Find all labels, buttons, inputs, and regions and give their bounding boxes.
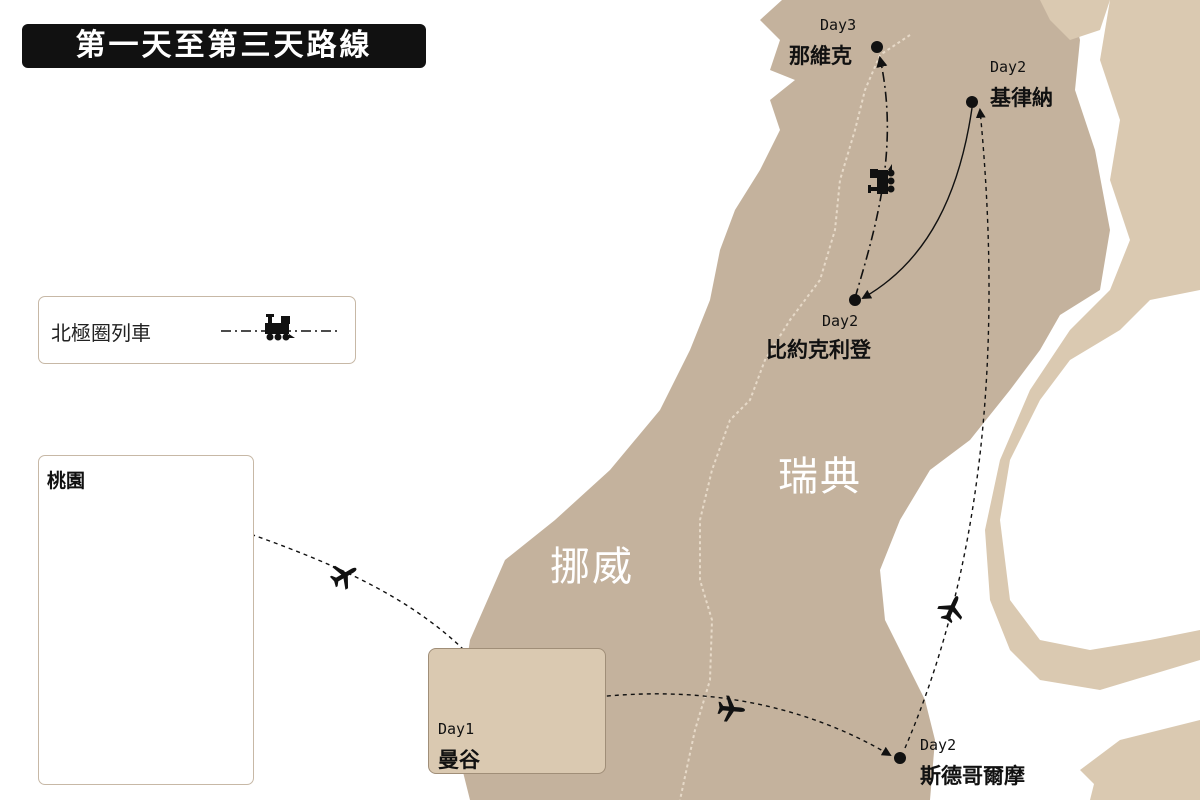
- airplane-icon: [326, 557, 363, 594]
- legend-train-line: [221, 314, 337, 341]
- stop-day-kiruna: Day2: [990, 58, 1027, 76]
- bangkok-highlight-box: [428, 648, 606, 774]
- stop-name-bangkok: 曼谷: [438, 748, 480, 772]
- stop-day-abisko: Day2: [822, 312, 859, 330]
- taiwan-label-char-1: 台: [123, 596, 153, 631]
- stop-day-narvik: Day3: [820, 16, 857, 34]
- country-label-norway: 挪威: [550, 544, 634, 590]
- city-dot-kiruna: [966, 96, 978, 108]
- country-border: [679, 34, 911, 800]
- stop-day-bangkok: Day1: [438, 720, 475, 738]
- page-title: 第一天至第三天路線: [22, 24, 426, 68]
- train-icon: [265, 314, 295, 341]
- legend-box: 北極圈列車: [38, 296, 356, 364]
- city-dot-abisko: [849, 294, 861, 306]
- country-label-sweden: 瑞典: [778, 454, 862, 500]
- city-dot-stockholm: [894, 752, 906, 764]
- airplane-icon: [934, 590, 970, 627]
- route-bangkok-stockholm: [519, 693, 892, 756]
- taiwan-label-char-2: 灣: [123, 638, 153, 673]
- southeast-land: [1090, 735, 1200, 800]
- inset-title-taoyuan: 桃園: [47, 470, 86, 492]
- scandinavia-land: [455, 0, 1110, 800]
- stop-day-stockholm: Day2: [920, 736, 957, 754]
- stop-name-abisko: 比約克利登: [766, 338, 871, 362]
- north-land: [1040, 0, 1110, 40]
- taiwan-inset: 桃園: [38, 455, 254, 785]
- legend-label: 北極圈列車: [51, 321, 151, 345]
- route-kiruna-abisko: [861, 107, 973, 299]
- finland-land: [985, 0, 1200, 800]
- stop-name-stockholm: 斯德哥爾摩: [920, 764, 1025, 788]
- stop-name-kiruna: 基律納: [990, 86, 1053, 110]
- stop-name-narvik: 那維克: [789, 44, 852, 68]
- city-dot-narvik: [871, 41, 883, 53]
